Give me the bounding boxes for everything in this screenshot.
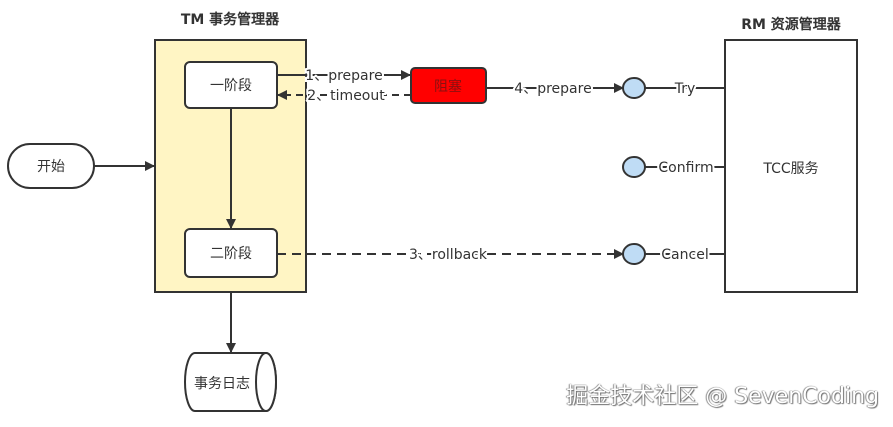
start-label: 开始 [37,159,65,175]
try-label: Try [674,81,696,97]
rm-container [724,39,858,293]
confirm-label: Confirm [658,160,713,176]
rm-title: RM 资源管理器 [741,16,842,33]
tm-title: TM 事务管理器 [181,11,280,28]
cancel-label: Cancel [661,247,708,263]
try-port[interactable] [622,77,646,99]
blocked-label: 阻塞 [434,78,462,95]
confirm-port[interactable] [622,156,646,178]
rollback3-label: 3、rollback [409,247,488,263]
prepare4-label: 4、prepare [514,81,591,97]
blocked-node[interactable] [410,67,487,104]
cancel-port[interactable] [622,243,646,265]
tcc-service-label: TCC服务 [762,161,818,177]
phase1-label: 一阶段 [210,78,252,94]
phase2-label: 二阶段 [210,246,252,262]
prepare1-label: 1、prepare [305,68,382,84]
transaction-log-label: 事务日志 [194,376,250,392]
transaction-log-node[interactable] [184,352,277,412]
watermark: 掘金技术社区 @ SevenCoding [566,384,879,409]
timeout2-label: 2、timeout [307,88,385,104]
